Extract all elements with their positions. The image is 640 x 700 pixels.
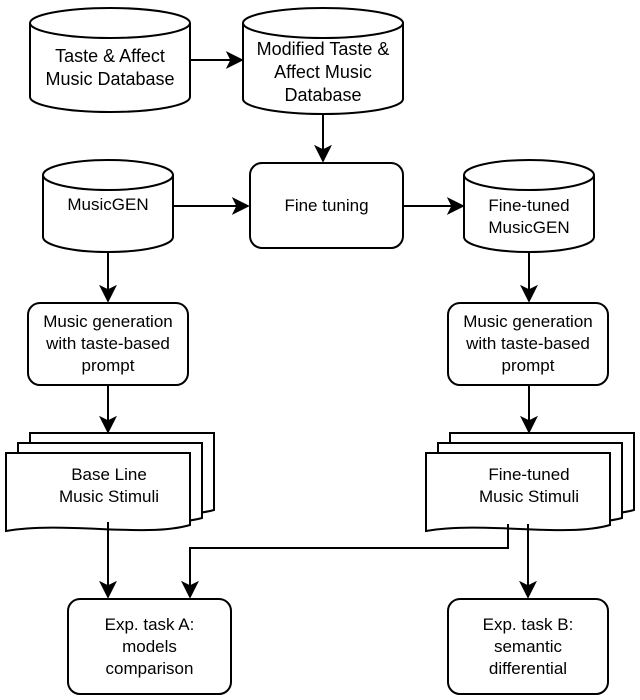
fine-tuning-label: Fine tuning [284, 195, 369, 215]
baseline-stimuli-documents [5, 432, 215, 533]
task-b-label: Exp. task B: semantic differential [482, 614, 574, 678]
finetuned-stimuli-documents [425, 432, 635, 533]
modified-database-label: Modified Taste & Affect Music Database [256, 38, 390, 105]
taste-affect-database-label: Taste & Affect Music Database [45, 46, 175, 89]
task-a-label: Exp. task A: models comparison [104, 614, 195, 678]
finetuned-musicgen-cylinder [463, 159, 595, 253]
modified-database-cylinder [242, 7, 404, 115]
task-b-box [447, 598, 609, 695]
baseline-stimuli-label: Base Line Music Stimuli [58, 464, 160, 506]
musicgen-cylinder [42, 159, 174, 253]
music-generation-left-label: Music generation with taste-based prompt [43, 312, 173, 375]
finetuned-stimuli-label: Fine-tuned Music Stimuli [478, 464, 580, 506]
musicgen-label: MusicGEN [67, 195, 149, 214]
task-a-box [67, 598, 232, 695]
music-generation-right-label: Music generation with taste-based prompt [463, 312, 593, 375]
finetuned-musicgen-label: Fine-tuned MusicGEN [488, 196, 570, 237]
taste-affect-database-cylinder [29, 7, 191, 113]
arrow-finetuned-stimuli-to-task-a [181, 524, 509, 599]
